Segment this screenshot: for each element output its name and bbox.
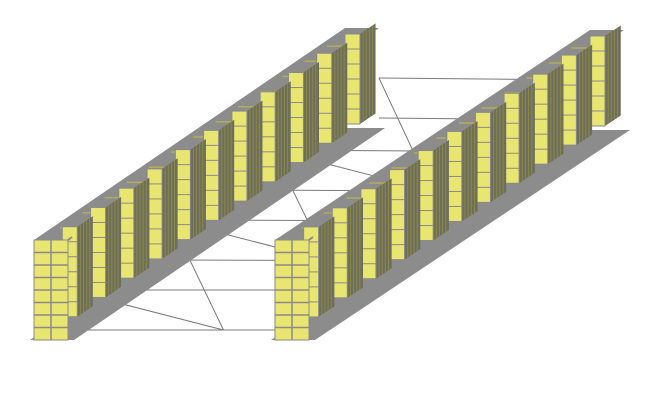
fin-side [576, 44, 593, 146]
fin-side [275, 81, 291, 182]
left-wall [30, 23, 385, 341]
fin-side [461, 120, 478, 222]
fin-side [218, 119, 235, 221]
fin-side [77, 216, 93, 317]
fin-side [318, 216, 335, 317]
fin-side [547, 63, 564, 165]
fin-side [360, 23, 376, 124]
fin-side [246, 100, 263, 202]
fin-side [490, 101, 507, 203]
fin-side [404, 159, 421, 260]
fin-side [605, 25, 621, 126]
fin-side [133, 177, 150, 279]
fin-side [303, 61, 320, 163]
end-face-edge [67, 236, 73, 241]
fin-side [347, 197, 364, 298]
fin-side [190, 139, 206, 240]
fin-side [162, 158, 178, 259]
fin-side [433, 140, 449, 241]
end-face-edge [308, 236, 314, 241]
fin-side [519, 82, 535, 184]
fin-side [375, 178, 392, 279]
fin-side [105, 196, 122, 298]
right-wall [271, 25, 630, 341]
fin-side [331, 42, 348, 144]
